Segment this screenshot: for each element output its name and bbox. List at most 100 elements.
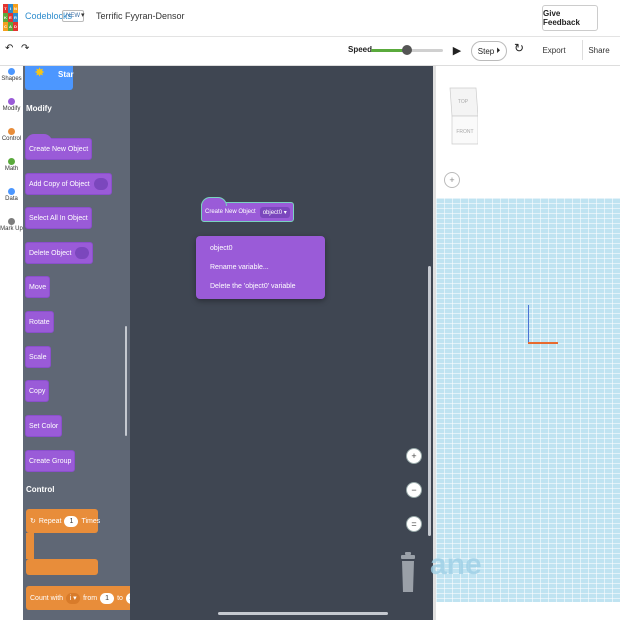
category-dot-icon: [8, 188, 15, 195]
export-button[interactable]: Export: [542, 45, 566, 55]
logo-tile: R: [13, 13, 18, 22]
speed-slider-knob[interactable]: [402, 45, 412, 55]
repeat-block[interactable]: ↻ Repeat 1 Times: [26, 509, 101, 533]
new-badge: NEW: [62, 10, 84, 22]
redo-icon[interactable]: ↷: [21, 43, 30, 54]
count-variable-dropdown[interactable]: i ▾: [66, 592, 81, 604]
logo-tile: C: [3, 22, 8, 31]
zoom-in-3d-button[interactable]: +: [444, 172, 460, 188]
category-dot-icon: [8, 158, 15, 165]
step-button[interactable]: Step ⏵: [471, 41, 507, 61]
reset-icon[interactable]: ↻: [513, 41, 525, 55]
rotate-block[interactable]: Rotate: [25, 311, 54, 333]
panel-divider[interactable]: [433, 66, 436, 620]
category-shapes[interactable]: Shapes: [0, 68, 23, 82]
menu-item-rename-variable[interactable]: Rename variable...: [210, 264, 269, 271]
speed-slider[interactable]: [371, 45, 443, 55]
to-input[interactable]: 10: [125, 592, 130, 604]
category-markup[interactable]: Mark Up: [0, 218, 23, 232]
block-input-slot[interactable]: [75, 247, 90, 259]
category-control[interactable]: Control: [0, 128, 23, 142]
chevron-down-icon[interactable]: ▾: [81, 12, 85, 19]
category-label: Mark Up: [0, 226, 23, 232]
category-modify[interactable]: Modify: [0, 98, 23, 112]
logo-tile: K: [3, 13, 8, 22]
add-copy-of-object-block[interactable]: Add Copy of Object: [25, 173, 112, 195]
category-dot-icon: [8, 68, 15, 75]
category-list: Shapes Modify Control Math Data Mark Up: [0, 66, 23, 620]
category-dot-icon: [8, 218, 15, 225]
category-dot-icon: [8, 98, 15, 105]
block-flyout: ✸ Star Modify Create New Object Add Copy…: [23, 66, 130, 620]
cube-top-label: TOP: [458, 99, 469, 105]
select-all-in-object-block[interactable]: Select All In Object: [25, 207, 92, 229]
workspace-vertical-scrollbar[interactable]: [428, 266, 431, 536]
flyout-scrollbar[interactable]: [125, 326, 127, 436]
zoom-out-button[interactable]: −: [406, 482, 422, 498]
from-label: from: [83, 594, 98, 602]
block-label: Create Group: [29, 457, 72, 465]
to-label: to: [117, 594, 123, 602]
code-workspace[interactable]: Create New Object object0 ▾ object0 Rena…: [130, 66, 433, 620]
block-hat: [201, 197, 227, 206]
block-label: Create New Object: [29, 145, 89, 153]
block-label: Rotate: [29, 318, 50, 326]
app-name[interactable]: Codeblocks: [25, 11, 73, 21]
workspace-create-new-object-block[interactable]: Create New Object object0 ▾: [201, 197, 294, 222]
category-dot-icon: [8, 128, 15, 135]
from-input[interactable]: 1: [100, 592, 115, 604]
share-button[interactable]: Share: [582, 40, 615, 60]
count-with-label: Count with: [30, 594, 64, 602]
category-math[interactable]: Math: [0, 158, 23, 172]
category-data[interactable]: Data: [0, 188, 23, 202]
cube-front-label: FRONT: [456, 129, 473, 135]
control-header: Control: [26, 485, 55, 494]
times-label: Times: [81, 517, 101, 525]
view-cube-icon[interactable]: TOP FRONT: [448, 86, 478, 146]
give-feedback-button[interactable]: Give Feedback: [542, 5, 598, 31]
repeat-count-input[interactable]: 1: [64, 515, 79, 527]
scale-block[interactable]: Scale: [25, 346, 51, 368]
workplane-grid: [436, 198, 620, 602]
project-name[interactable]: Terrific Fyyran-Densor: [96, 11, 185, 21]
copy-block[interactable]: Copy: [25, 380, 50, 402]
object-variable-dropdown[interactable]: object0 ▾: [259, 206, 290, 218]
block-label: Select All In Object: [29, 214, 88, 222]
logo-tile: N: [13, 4, 18, 13]
star-block[interactable]: ✸ Star: [25, 66, 74, 90]
workspace-horizontal-scrollbar[interactable]: [218, 612, 388, 615]
menu-item-object0[interactable]: object0: [210, 245, 233, 252]
block-label: Add Copy of Object: [29, 180, 90, 188]
logo-tile: I: [8, 4, 13, 13]
repeat-label: Repeat: [38, 517, 62, 525]
block-input-slot[interactable]: [93, 178, 108, 190]
variable-dropdown-menu: object0 Rename variable... Delete the 'o…: [196, 236, 325, 299]
step-label: Step: [477, 46, 495, 56]
block-label: Copy: [29, 387, 46, 395]
zoom-in-button[interactable]: +: [406, 448, 422, 464]
trash-icon[interactable]: [400, 552, 416, 592]
category-label: Control: [1, 136, 22, 142]
star-icon: ✸: [35, 67, 45, 79]
workplane-label: ane: [430, 548, 482, 581]
category-label: Modify: [2, 106, 21, 112]
repeat-icon: ↻: [30, 518, 36, 525]
create-new-object-block[interactable]: Create New Object: [25, 134, 93, 160]
set-color-block[interactable]: Set Color: [25, 415, 63, 437]
repeat-block-foot: [26, 559, 98, 575]
category-label: Math: [4, 166, 19, 172]
logo-tile: T: [3, 4, 8, 13]
delete-object-block[interactable]: Delete Object: [25, 242, 94, 264]
undo-icon[interactable]: ↶: [5, 43, 14, 54]
count-with-block[interactable]: Count with i ▾ from 1 to 10: [26, 586, 130, 610]
menu-item-delete-variable[interactable]: Delete the 'object0' variable: [210, 283, 296, 290]
toolbar: ↶ ↷ Speed ▶ Step ⏵ ↻ Export Share: [0, 37, 620, 66]
create-group-block[interactable]: Create Group: [25, 450, 76, 472]
play-button[interactable]: ▶: [450, 41, 464, 59]
reset-zoom-icon: =: [411, 519, 417, 529]
move-block[interactable]: Move: [25, 276, 51, 298]
reset-zoom-button[interactable]: =: [406, 516, 422, 532]
y-axis-indicator: [528, 305, 529, 343]
